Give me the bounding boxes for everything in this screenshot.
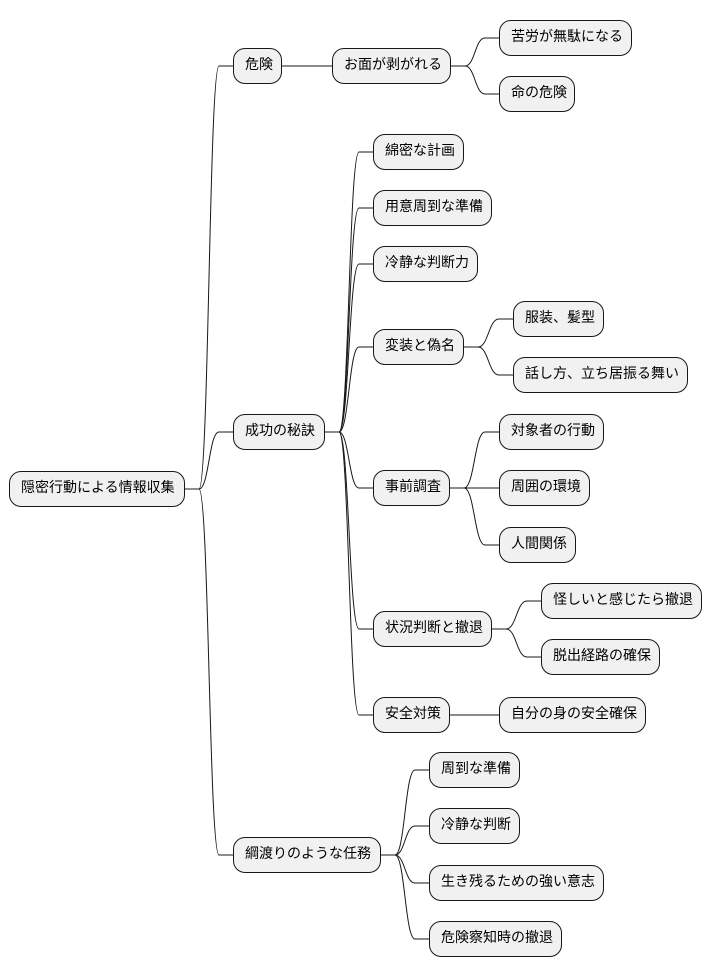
connector-line	[325, 431, 373, 716]
connector-line	[381, 854, 429, 940]
mindmap-node[interactable]: 事前調査	[373, 470, 450, 506]
mindmap-node[interactable]: 脱出経路の確保	[541, 639, 660, 675]
connector-line	[185, 431, 233, 490]
mindmap-node[interactable]: 冷静な判断	[429, 808, 520, 844]
mindmap-node[interactable]: 用意周到な準備	[373, 190, 492, 226]
mindmap-node[interactable]: 変装と偽名	[373, 329, 464, 365]
connector-line	[325, 346, 373, 433]
mindmap-node[interactable]: 危険察知時の撤退	[429, 921, 562, 957]
mindmap-node[interactable]: 人間関係	[499, 527, 576, 563]
mindmap-node[interactable]: お面が剥がれる	[332, 48, 451, 84]
connector-line	[185, 65, 233, 490]
mindmap-node[interactable]: 対象者の行動	[499, 414, 604, 450]
mindmap-node[interactable]: 生き残るための強い意志	[429, 865, 604, 901]
mindmap-node[interactable]: 話し方、立ち居振る舞い	[513, 357, 688, 393]
mindmap-node[interactable]: 状況判断と撤退	[373, 611, 492, 647]
mindmap-node[interactable]: 自分の身の安全確保	[499, 697, 646, 733]
connector-line	[492, 600, 541, 630]
mindmap-node[interactable]: 綿密な計画	[373, 134, 464, 170]
connector-line	[450, 431, 499, 489]
mindmap-node[interactable]: 服装、髪型	[513, 301, 604, 337]
mindmap-node[interactable]: 命の危険	[499, 76, 575, 112]
connector-line	[381, 769, 429, 856]
mindmap-node[interactable]: 周囲の環境	[499, 470, 590, 506]
mindmap-node[interactable]: 周到な準備	[429, 752, 520, 788]
connector-line	[450, 487, 499, 546]
connector-line	[325, 263, 373, 433]
mindmap-node[interactable]: 綱渡りのような任務	[233, 837, 381, 873]
connector-line	[451, 65, 499, 95]
connector-line	[185, 488, 233, 856]
connector-line	[381, 825, 429, 856]
connector-line	[325, 431, 373, 489]
connector-line	[325, 207, 373, 433]
mindmap-node[interactable]: 苦労が無駄になる	[499, 20, 632, 56]
connector-line	[381, 854, 429, 884]
mindmap-node[interactable]: 怪しいと感じたら撤退	[541, 583, 702, 619]
mindmap-node[interactable]: 安全対策	[373, 697, 450, 733]
connector-line	[464, 346, 513, 376]
connector-line	[492, 628, 541, 658]
mindmap-node[interactable]: 危険	[233, 48, 282, 84]
connector-line	[464, 318, 513, 348]
mindmap-node[interactable]: 冷静な判断力	[373, 246, 478, 282]
mindmap-node[interactable]: 成功の秘訣	[233, 414, 325, 450]
mindmap-root-node[interactable]: 隠密行動による情報収集	[9, 471, 185, 507]
connector-line	[451, 37, 499, 67]
